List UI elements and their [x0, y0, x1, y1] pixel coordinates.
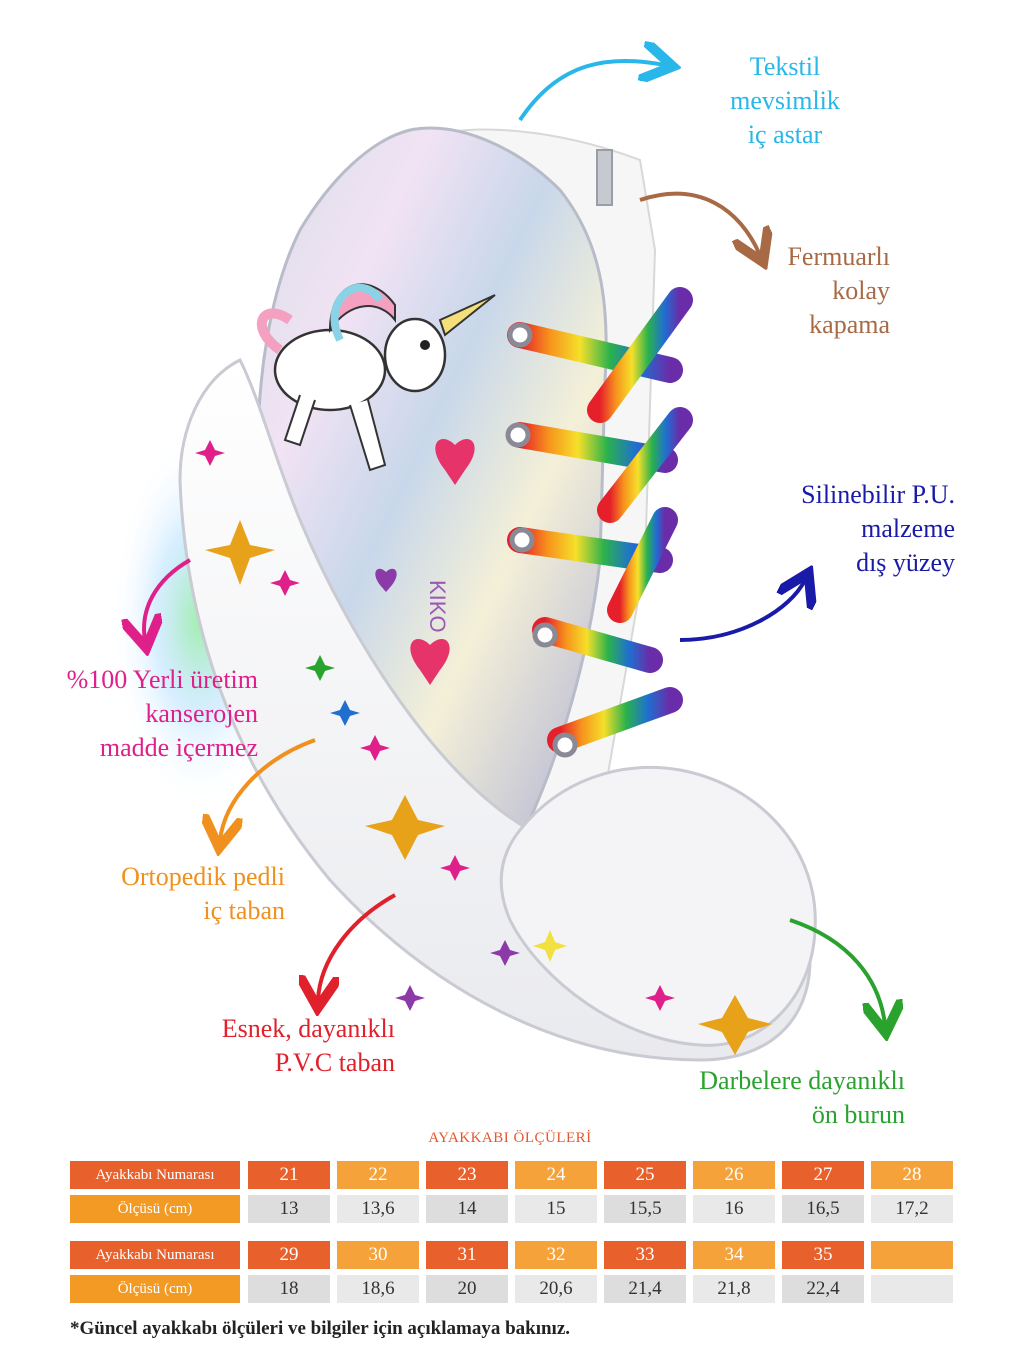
- callout-line: Tekstil: [749, 52, 821, 81]
- callout-tekstil: Tekstil mevsimlik iç astar: [700, 50, 870, 152]
- measure-row: Ölçüsü (cm) 18 18,6 20 20,6 21,4 21,8 22…: [70, 1275, 962, 1303]
- callout-line: %100 Yerli üretim: [66, 665, 258, 694]
- size-cell: 28: [871, 1161, 953, 1189]
- size-cell: 24: [515, 1161, 597, 1189]
- callout-line: ön burun: [811, 1100, 905, 1129]
- callout-line: P.V.C taban: [274, 1048, 395, 1077]
- callout-line: mevsimlik: [730, 86, 840, 115]
- measure-cell: 16: [693, 1195, 775, 1223]
- heart-icon: [375, 568, 397, 592]
- measure-cell: 13: [248, 1195, 330, 1223]
- arrow-darbe: [789, 918, 885, 1025]
- size-cell: 23: [426, 1161, 508, 1189]
- callout-line: Esnek, dayanıklı: [221, 1014, 395, 1043]
- measure-cell: 20,6: [515, 1275, 597, 1303]
- arrow-fermuar: [639, 191, 760, 255]
- row-label-size: Ayakkabı Numarası: [70, 1161, 240, 1189]
- star-icons: [195, 440, 772, 1055]
- callout-yerli: %100 Yerli üretim kanserojen madde içerm…: [40, 663, 258, 765]
- measure-cell: 15: [515, 1195, 597, 1223]
- size-cell: 33: [604, 1241, 686, 1269]
- callout-fermuar: Fermuarlı kolay kapama: [700, 240, 890, 342]
- size-row: Ayakkabı Numarası 21 22 23 24 25 26 27 2…: [70, 1161, 962, 1189]
- brand-text: KIKO: [425, 580, 450, 633]
- zipper-icon: [596, 149, 613, 206]
- heart-icon: [435, 439, 475, 485]
- size-table-2: Ayakkabı Numarası 29 30 31 32 33 34 35 Ö…: [70, 1241, 962, 1309]
- measure-cell: 21,8: [693, 1275, 775, 1303]
- callout-line: iç astar: [747, 120, 823, 149]
- callout-line: Darbelere dayanıklı: [699, 1066, 905, 1095]
- size-cell: 31: [426, 1241, 508, 1269]
- callout-line: kapama: [809, 310, 890, 339]
- size-cell: 25: [604, 1161, 686, 1189]
- size-cell: 26: [693, 1161, 775, 1189]
- size-cell: 34: [693, 1241, 775, 1269]
- arrow-pu: [679, 580, 805, 642]
- callout-line: kolay: [832, 276, 890, 305]
- size-cell: 21: [248, 1161, 330, 1189]
- callout-line: madde içermez: [99, 733, 258, 762]
- measure-cell: 21,4: [604, 1275, 686, 1303]
- measure-cell: 14: [426, 1195, 508, 1223]
- callout-line: malzeme: [861, 514, 955, 543]
- rainbow-laces: [507, 287, 693, 753]
- callout-line: Ortopedik pedli: [121, 862, 285, 891]
- footnote: *Güncel ayakkabı ölçüleri ve bilgiler iç…: [70, 1318, 571, 1339]
- callout-pu: Silinebilir P.U. malzeme dış yüzey: [740, 478, 955, 580]
- row-label-measure: Ölçüsü (cm): [70, 1195, 240, 1223]
- measure-row: Ölçüsü (cm) 13 13,6 14 15 15,5 16 16,5 1…: [70, 1195, 962, 1223]
- callout-line: kanserojen: [145, 699, 258, 728]
- measure-cell: [871, 1275, 953, 1303]
- size-cell: 35: [782, 1241, 864, 1269]
- size-row: Ayakkabı Numarası 29 30 31 32 33 34 35: [70, 1241, 962, 1269]
- callout-line: Silinebilir P.U.: [801, 480, 955, 509]
- size-cell: 22: [337, 1161, 419, 1189]
- callout-line: iç taban: [203, 896, 285, 925]
- arrow-esnek: [318, 893, 396, 1000]
- size-cell: 27: [782, 1161, 864, 1189]
- measure-cell: 17,2: [871, 1195, 953, 1223]
- arrow-tekstil: [518, 61, 665, 122]
- measure-cell: 22,4: [782, 1275, 864, 1303]
- row-label-measure: Ölçüsü (cm): [70, 1275, 240, 1303]
- measure-cell: 18: [248, 1275, 330, 1303]
- size-cell: 30: [337, 1241, 419, 1269]
- measure-cell: 13,6: [337, 1195, 419, 1223]
- arrow-yerli: [144, 558, 191, 640]
- size-cell: 29: [248, 1241, 330, 1269]
- eyelets: [505, 322, 578, 758]
- callout-ortopedik: Ortopedik pedli iç taban: [70, 860, 285, 928]
- size-table-1: Ayakkabı Numarası 21 22 23 24 25 26 27 2…: [70, 1161, 962, 1229]
- callout-line: Fermuarlı: [787, 242, 890, 271]
- measure-cell: 20: [426, 1275, 508, 1303]
- callout-esnek: Esnek, dayanıklı P.V.C taban: [180, 1012, 395, 1080]
- row-label-size: Ayakkabı Numarası: [70, 1241, 240, 1269]
- measure-cell: 15,5: [604, 1195, 686, 1223]
- callout-line: dış yüzey: [856, 548, 955, 577]
- size-chart-title: AYAKKABI ÖLÇÜLERİ: [428, 1130, 592, 1146]
- measure-cell: 16,5: [782, 1195, 864, 1223]
- size-cell: 32: [515, 1241, 597, 1269]
- toe-cap: [499, 766, 817, 1047]
- unicorn-icon: [257, 283, 496, 472]
- heart-icon: [410, 639, 450, 685]
- measure-cell: 18,6: [337, 1275, 419, 1303]
- size-cell: [871, 1241, 953, 1269]
- callout-darbe: Darbelere dayanıklı ön burun: [660, 1064, 905, 1132]
- arrow-ortopedik: [220, 738, 316, 840]
